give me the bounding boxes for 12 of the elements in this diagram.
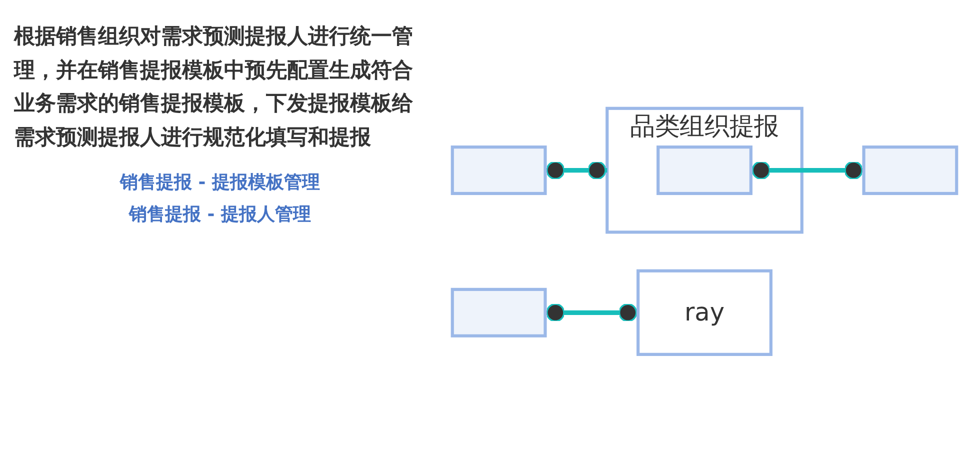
node-box: ray [636,268,772,356]
node-box [862,145,958,195]
cluster: 品类组织提报 [606,106,804,234]
section-heading: 销售提报 - 提报人管理 [128,203,312,226]
connector [545,302,638,322]
connector [545,160,608,180]
node-box [450,145,547,195]
description-paragraph: 根据销售组织对需求预测提报人进行统一管理，并在销售提报模板中预先配置生成符合业务需求的销售提报模板，下发提报模板给需求预测提报人进行规范化填写和提报 [14,23,414,151]
section-heading: 销售提报 - 提报模板管理 [118,171,321,194]
node-box [450,287,547,337]
node-box [656,145,752,195]
connector [750,160,864,180]
